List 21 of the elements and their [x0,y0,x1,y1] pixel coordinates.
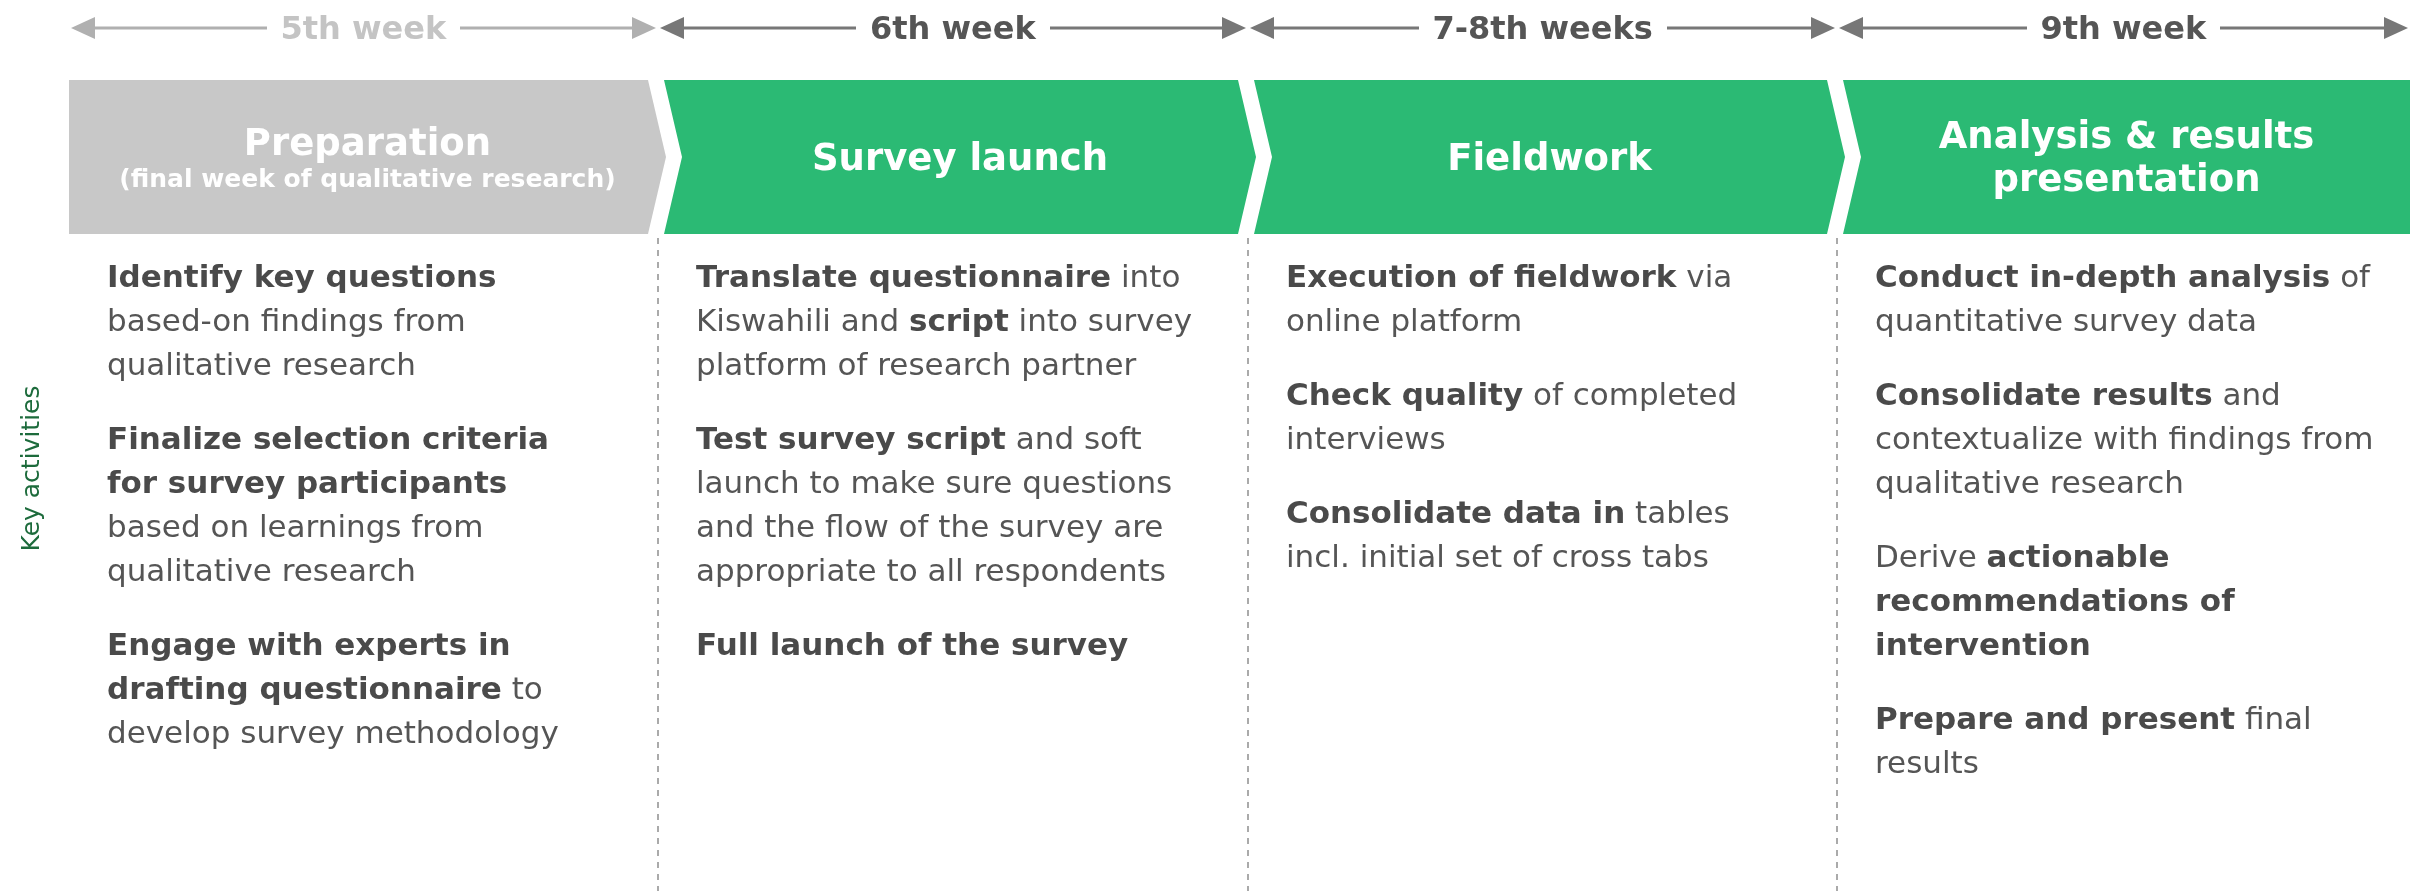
phase-banner [69,80,666,234]
activity-text: Check quality of completed interviews [1286,375,1739,458]
activity-text: Derive actionable recommendations of intervention [1875,537,2236,664]
activity-text: Consolidate data in tables incl. initial set of cross tabs [1286,493,1731,576]
phase-banner [664,80,1256,234]
activity-text: Conduct in-depth analysis of quantitative survey data [1875,257,2372,340]
activity-text: Execution of fieldwork via online platform [1286,257,1734,340]
phase-title: Survey launch [810,135,1110,179]
activity-text: Consolidate results and contextualize with findings from qualitative research [1875,375,2375,502]
activity-text: Prepare and present final results [1875,699,2313,782]
row-label: Key activities [16,385,46,552]
phase-title: Analysis & results presentation [1937,114,2316,200]
phase-title: Fieldwork [1446,135,1653,179]
activity-text: Finalize selection criteria for survey participants based on learnings from qualitative research [107,419,550,590]
activity-text: Translate questionnaire into Kiswahili and script into survey platform of research partner [696,257,1194,384]
phase-banner [1254,80,1845,234]
activity-text: Full launch of the survey [696,625,1130,664]
phase-banner [1843,80,2410,234]
activity-text: Identify key questions based-on findings from qualitative research [107,257,498,384]
activity-text: Test survey script and soft launch to make sure questions and the flow of the survey are appropriate to all respondents [696,419,1174,590]
activity-text: Engage with experts in drafting questionnaire to develop survey methodology [107,625,560,752]
